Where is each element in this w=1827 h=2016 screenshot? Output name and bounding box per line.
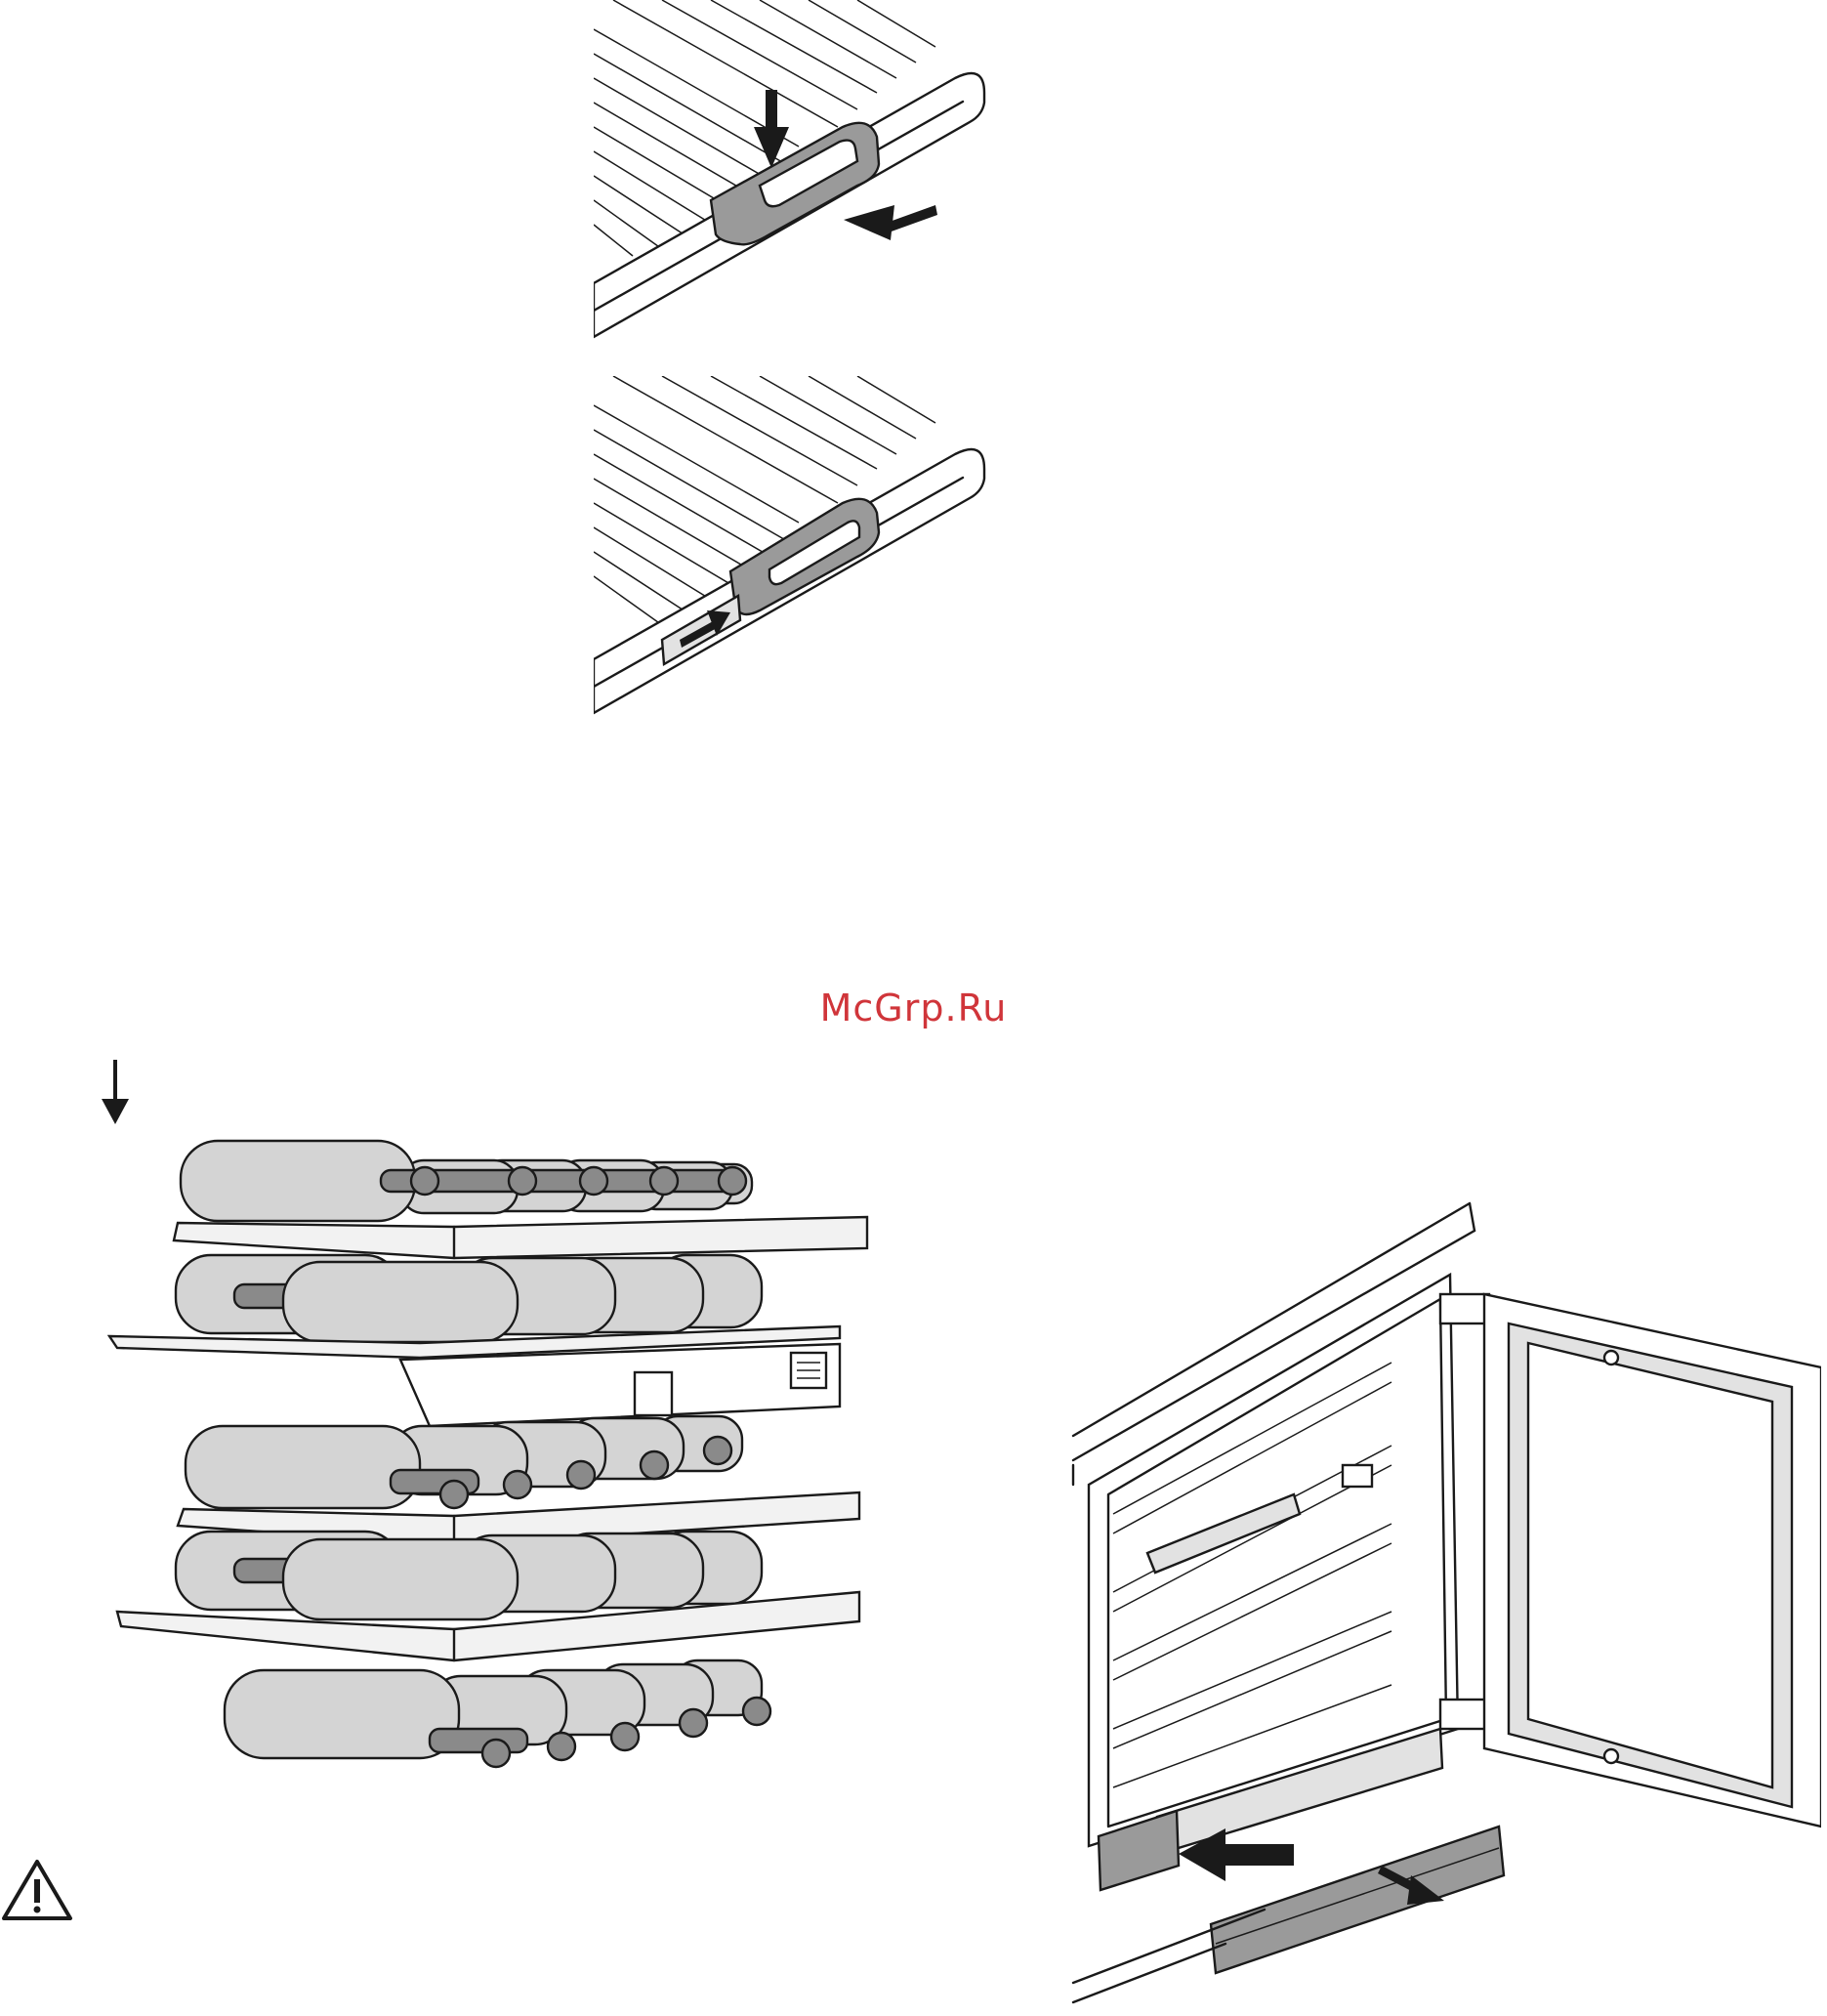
rack-tier-4 bbox=[117, 1532, 859, 1660]
wine-rack-loading-illustration bbox=[107, 1133, 879, 1797]
shelf-clip-slide-illustration bbox=[594, 376, 1004, 718]
rack-tier-2 bbox=[109, 1255, 840, 1426]
wine-rack-figure bbox=[107, 1133, 879, 1797]
arrow-down-icon bbox=[98, 1060, 133, 1124]
press-down-arrow-icon bbox=[754, 90, 789, 168]
appliance-plinth-removal-illustration bbox=[1069, 1201, 1821, 2012]
shelf-clip-slide-figure bbox=[594, 376, 1004, 718]
warning-triangle-icon bbox=[0, 1856, 74, 1924]
rack-tier-5 bbox=[225, 1660, 770, 1767]
watermark: McGrp.Ru bbox=[0, 987, 1827, 1029]
shelf-clip-attach-figure bbox=[594, 0, 1004, 342]
rack-tier-1 bbox=[174, 1141, 867, 1258]
watermark-text: McGrp.Ru bbox=[820, 987, 1008, 1029]
appliance-figure bbox=[1069, 1201, 1821, 2012]
rack-tier-3 bbox=[178, 1416, 859, 1545]
press-side-arrow-icon bbox=[844, 205, 937, 240]
shelf-clip-attach-illustration bbox=[594, 0, 1004, 342]
